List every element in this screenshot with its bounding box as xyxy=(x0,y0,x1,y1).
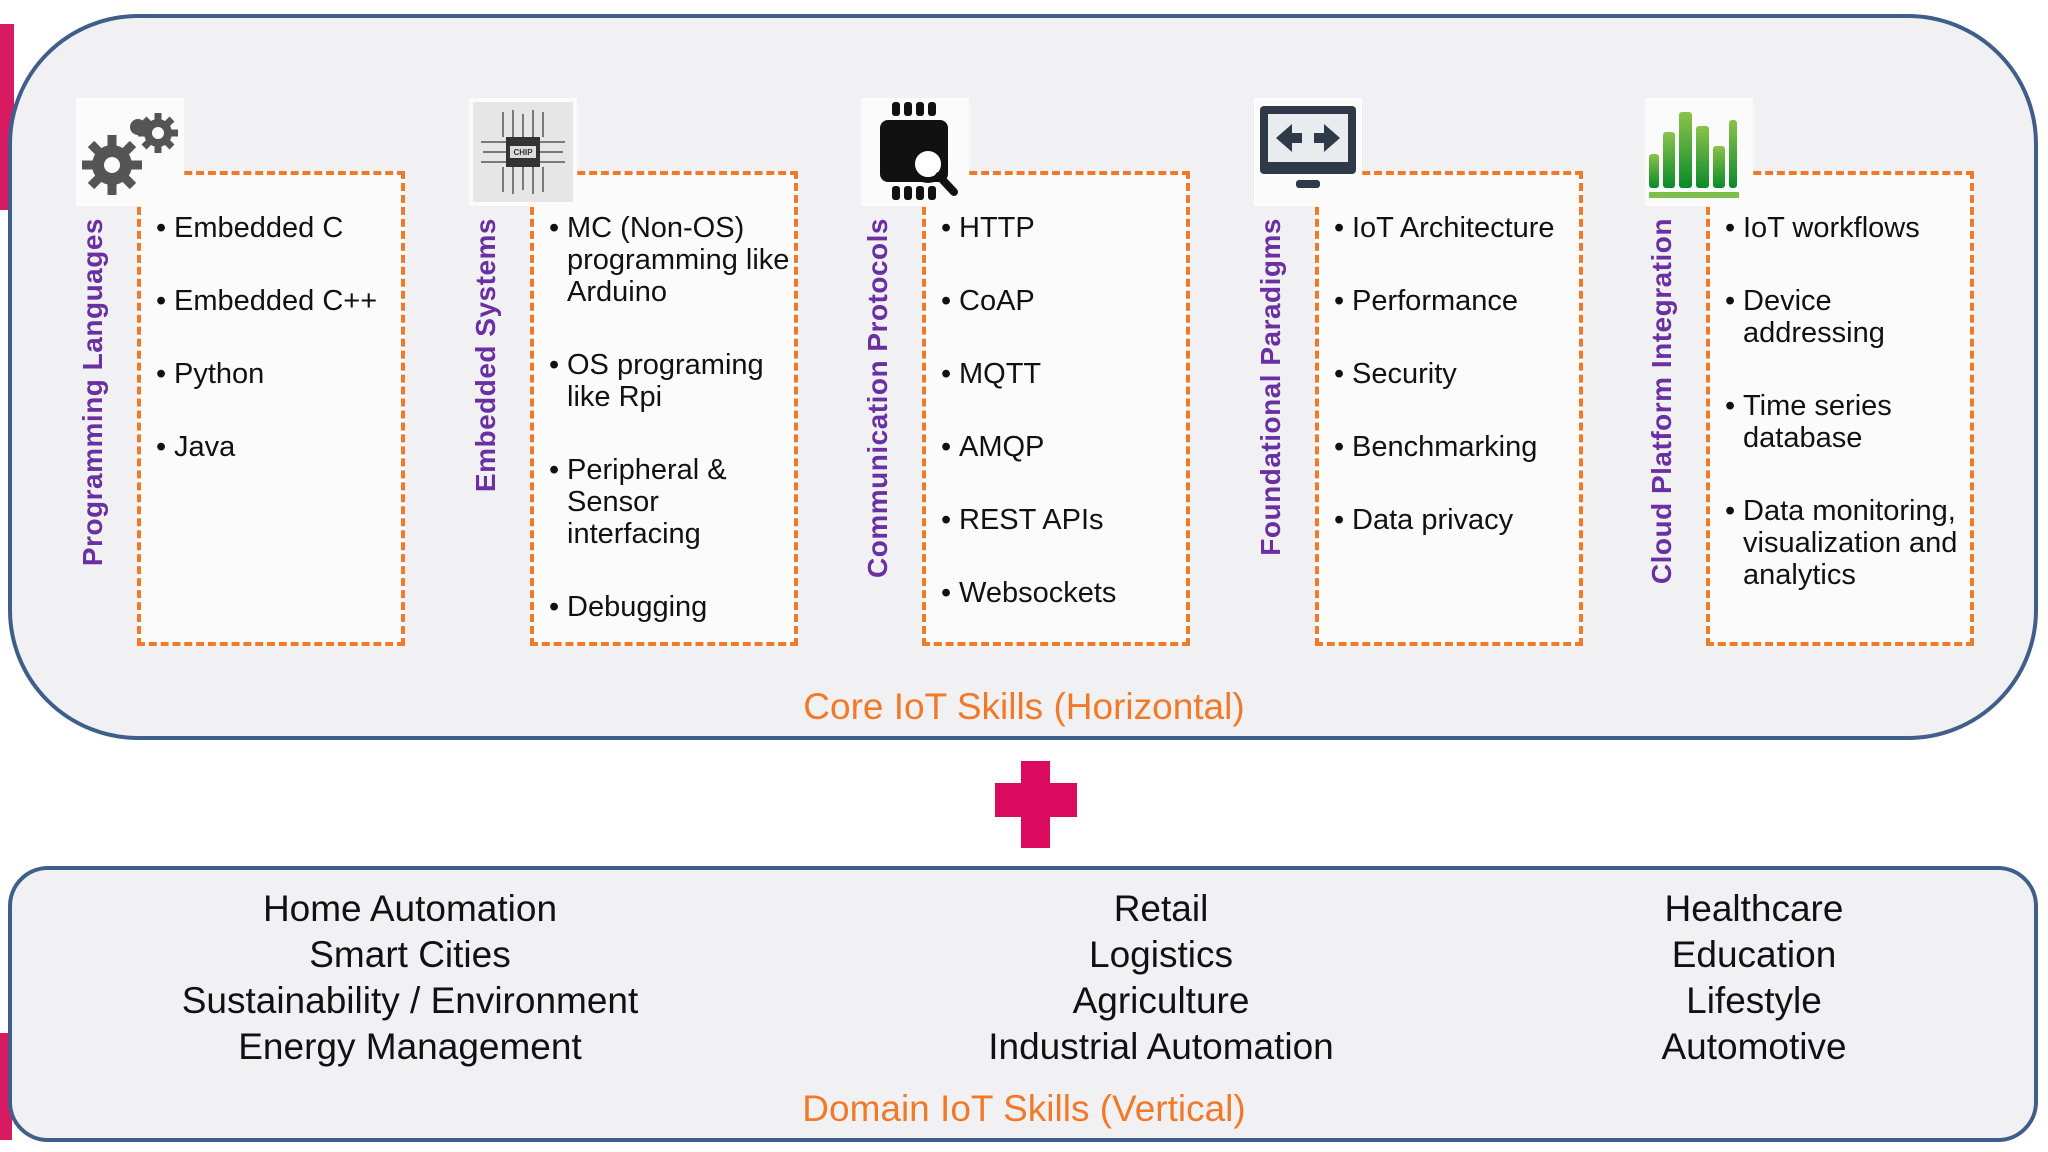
monitor-arrows-icon xyxy=(1254,98,1362,206)
core-skills-title: Core IoT Skills (Horizontal) xyxy=(803,686,1245,727)
chip-icon: CHIP xyxy=(469,98,577,206)
domain-item: Logistics xyxy=(1089,934,1233,975)
skill-box xyxy=(922,171,1190,646)
skill-item: MC (Non-OS) programming like Arduino xyxy=(549,212,794,308)
skill-item: Device addressing xyxy=(1725,285,1970,349)
skill-box xyxy=(1315,171,1583,646)
skill-item: Benchmarking xyxy=(1334,431,1579,463)
skill-category-label: Programming Languages xyxy=(77,218,108,567)
skill-column: CHIP Embedded Systems MC (Non-OS) programm… xyxy=(469,98,869,658)
domain-item: Sustainability / Environment xyxy=(181,980,639,1021)
skill-item: Java xyxy=(156,431,401,463)
domain-item: Education xyxy=(1671,934,1837,975)
domain-item: Industrial Automation xyxy=(988,1026,1334,1067)
skill-item: Websockets xyxy=(941,577,1186,609)
skill-category-label: Communication Protocols xyxy=(862,218,893,578)
skill-column: Communication Protocols HTTP CoAP MQTT AMQP R… xyxy=(861,98,1261,658)
skill-item: MQTT xyxy=(941,358,1186,390)
domain-item: Healthcare xyxy=(1664,888,1844,929)
domain-item: Automotive xyxy=(1661,1026,1847,1067)
skill-list: MC (Non-OS) programming like Arduino OS p… xyxy=(549,212,794,664)
skill-list: IoT ArchitecturePerformanceSecurityBench… xyxy=(1334,212,1579,577)
skill-item: Performance xyxy=(1334,285,1579,317)
skill-item: Security xyxy=(1334,358,1579,390)
skill-box xyxy=(137,171,405,646)
skill-item: Embedded C xyxy=(156,212,401,244)
skill-category-label: Cloud Platform Integration xyxy=(1646,218,1677,585)
skill-item: Embedded C++ xyxy=(156,285,401,317)
skill-item: Peripheral & Sensor interfacing xyxy=(549,454,794,550)
skill-category-label: Embedded Systems xyxy=(470,218,501,493)
skill-column: Programming LanguagesEmbedded CEmbedded … xyxy=(76,98,476,658)
skill-item: Debugging xyxy=(549,591,794,623)
skill-item: REST APIs xyxy=(941,504,1186,536)
skill-item: IoT workflows xyxy=(1725,212,1970,244)
skill-item: CoAP xyxy=(941,285,1186,317)
domain-item: Home Automation xyxy=(262,888,558,929)
skill-item: IoT Architecture xyxy=(1334,212,1579,244)
plus-icon-horizontal-bar xyxy=(995,783,1077,817)
domain-skills-panel xyxy=(8,866,2038,1142)
chip-search-icon xyxy=(861,98,969,206)
domain-item: Lifestyle xyxy=(1686,980,1822,1021)
skill-item: Python xyxy=(156,358,401,390)
skill-category-label: Foundational Paradigms xyxy=(1255,218,1286,556)
domain-item: Agriculture xyxy=(1072,980,1250,1021)
skill-item: Data privacy xyxy=(1334,504,1579,536)
skill-item: AMQP xyxy=(941,431,1186,463)
skill-list: Embedded C Embedded C++ PythonJava xyxy=(156,212,401,504)
skill-list: HTTP CoAP MQTT AMQP REST APIsWebsockets xyxy=(941,212,1186,650)
skill-item: OS programing like Rpi xyxy=(549,349,794,413)
skill-column: Cloud Platform Integration IoT workflowsD… xyxy=(1645,98,2045,658)
domain-item: Energy Management xyxy=(238,1026,582,1067)
domain-item: Smart Cities xyxy=(309,934,511,975)
domain-skills-title: Domain IoT Skills (Vertical) xyxy=(802,1088,1246,1129)
skill-column: Foundational Paradigms IoT ArchitecturePe… xyxy=(1254,98,1654,658)
bar-chart-icon xyxy=(1645,98,1753,206)
svg-text:CHIP: CHIP xyxy=(513,148,533,157)
skill-item: Time series database xyxy=(1725,390,1970,454)
gears-icon xyxy=(76,98,184,206)
skill-list: IoT workflowsDevice addressingTime serie… xyxy=(1725,212,1970,632)
skill-item: HTTP xyxy=(941,212,1186,244)
skill-item: Data monitoring, visualization and analy… xyxy=(1725,495,1970,591)
domain-item: Retail xyxy=(1113,888,1209,929)
